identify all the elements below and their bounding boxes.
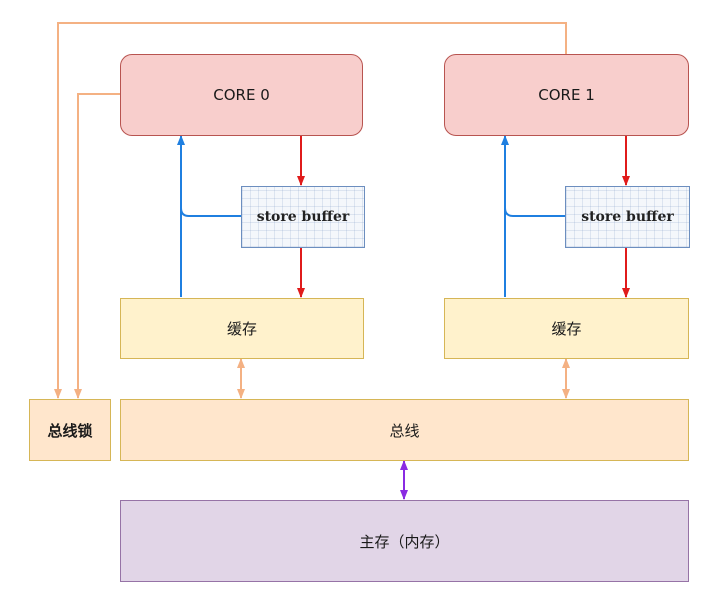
core-0: CORE 0 (120, 54, 363, 136)
bus-label: 总线 (389, 421, 420, 440)
core-0-label: CORE 0 (213, 86, 270, 104)
cache-0: 缓存 (120, 298, 364, 359)
cache-1: 缓存 (444, 298, 689, 359)
bus-lock-label: 总线锁 (47, 421, 93, 440)
core-1-label: CORE 1 (538, 86, 595, 104)
main-memory-label: 主存（内存） (359, 532, 450, 551)
core-1: CORE 1 (444, 54, 689, 136)
store-buffer-0: store buffer (241, 186, 365, 248)
store-buffer-1: store buffer (565, 186, 690, 248)
bus-lock-wire-core0 (74, 93, 120, 399)
cache-0-label: 缓存 (226, 320, 257, 338)
main-memory: 主存（内存） (120, 500, 689, 582)
bus-lock: 总线锁 (29, 399, 111, 461)
bus: 总线 (120, 399, 689, 461)
storebuffer0-to-core-wire (180, 207, 241, 217)
store-buffer-1-label: store buffer (581, 209, 674, 225)
storebuffer1-to-core-wire (504, 207, 565, 217)
store-buffer-0-label: store buffer (256, 209, 350, 225)
cache-1-label: 缓存 (551, 320, 582, 338)
bus-lock-wire-core1 (54, 22, 567, 399)
